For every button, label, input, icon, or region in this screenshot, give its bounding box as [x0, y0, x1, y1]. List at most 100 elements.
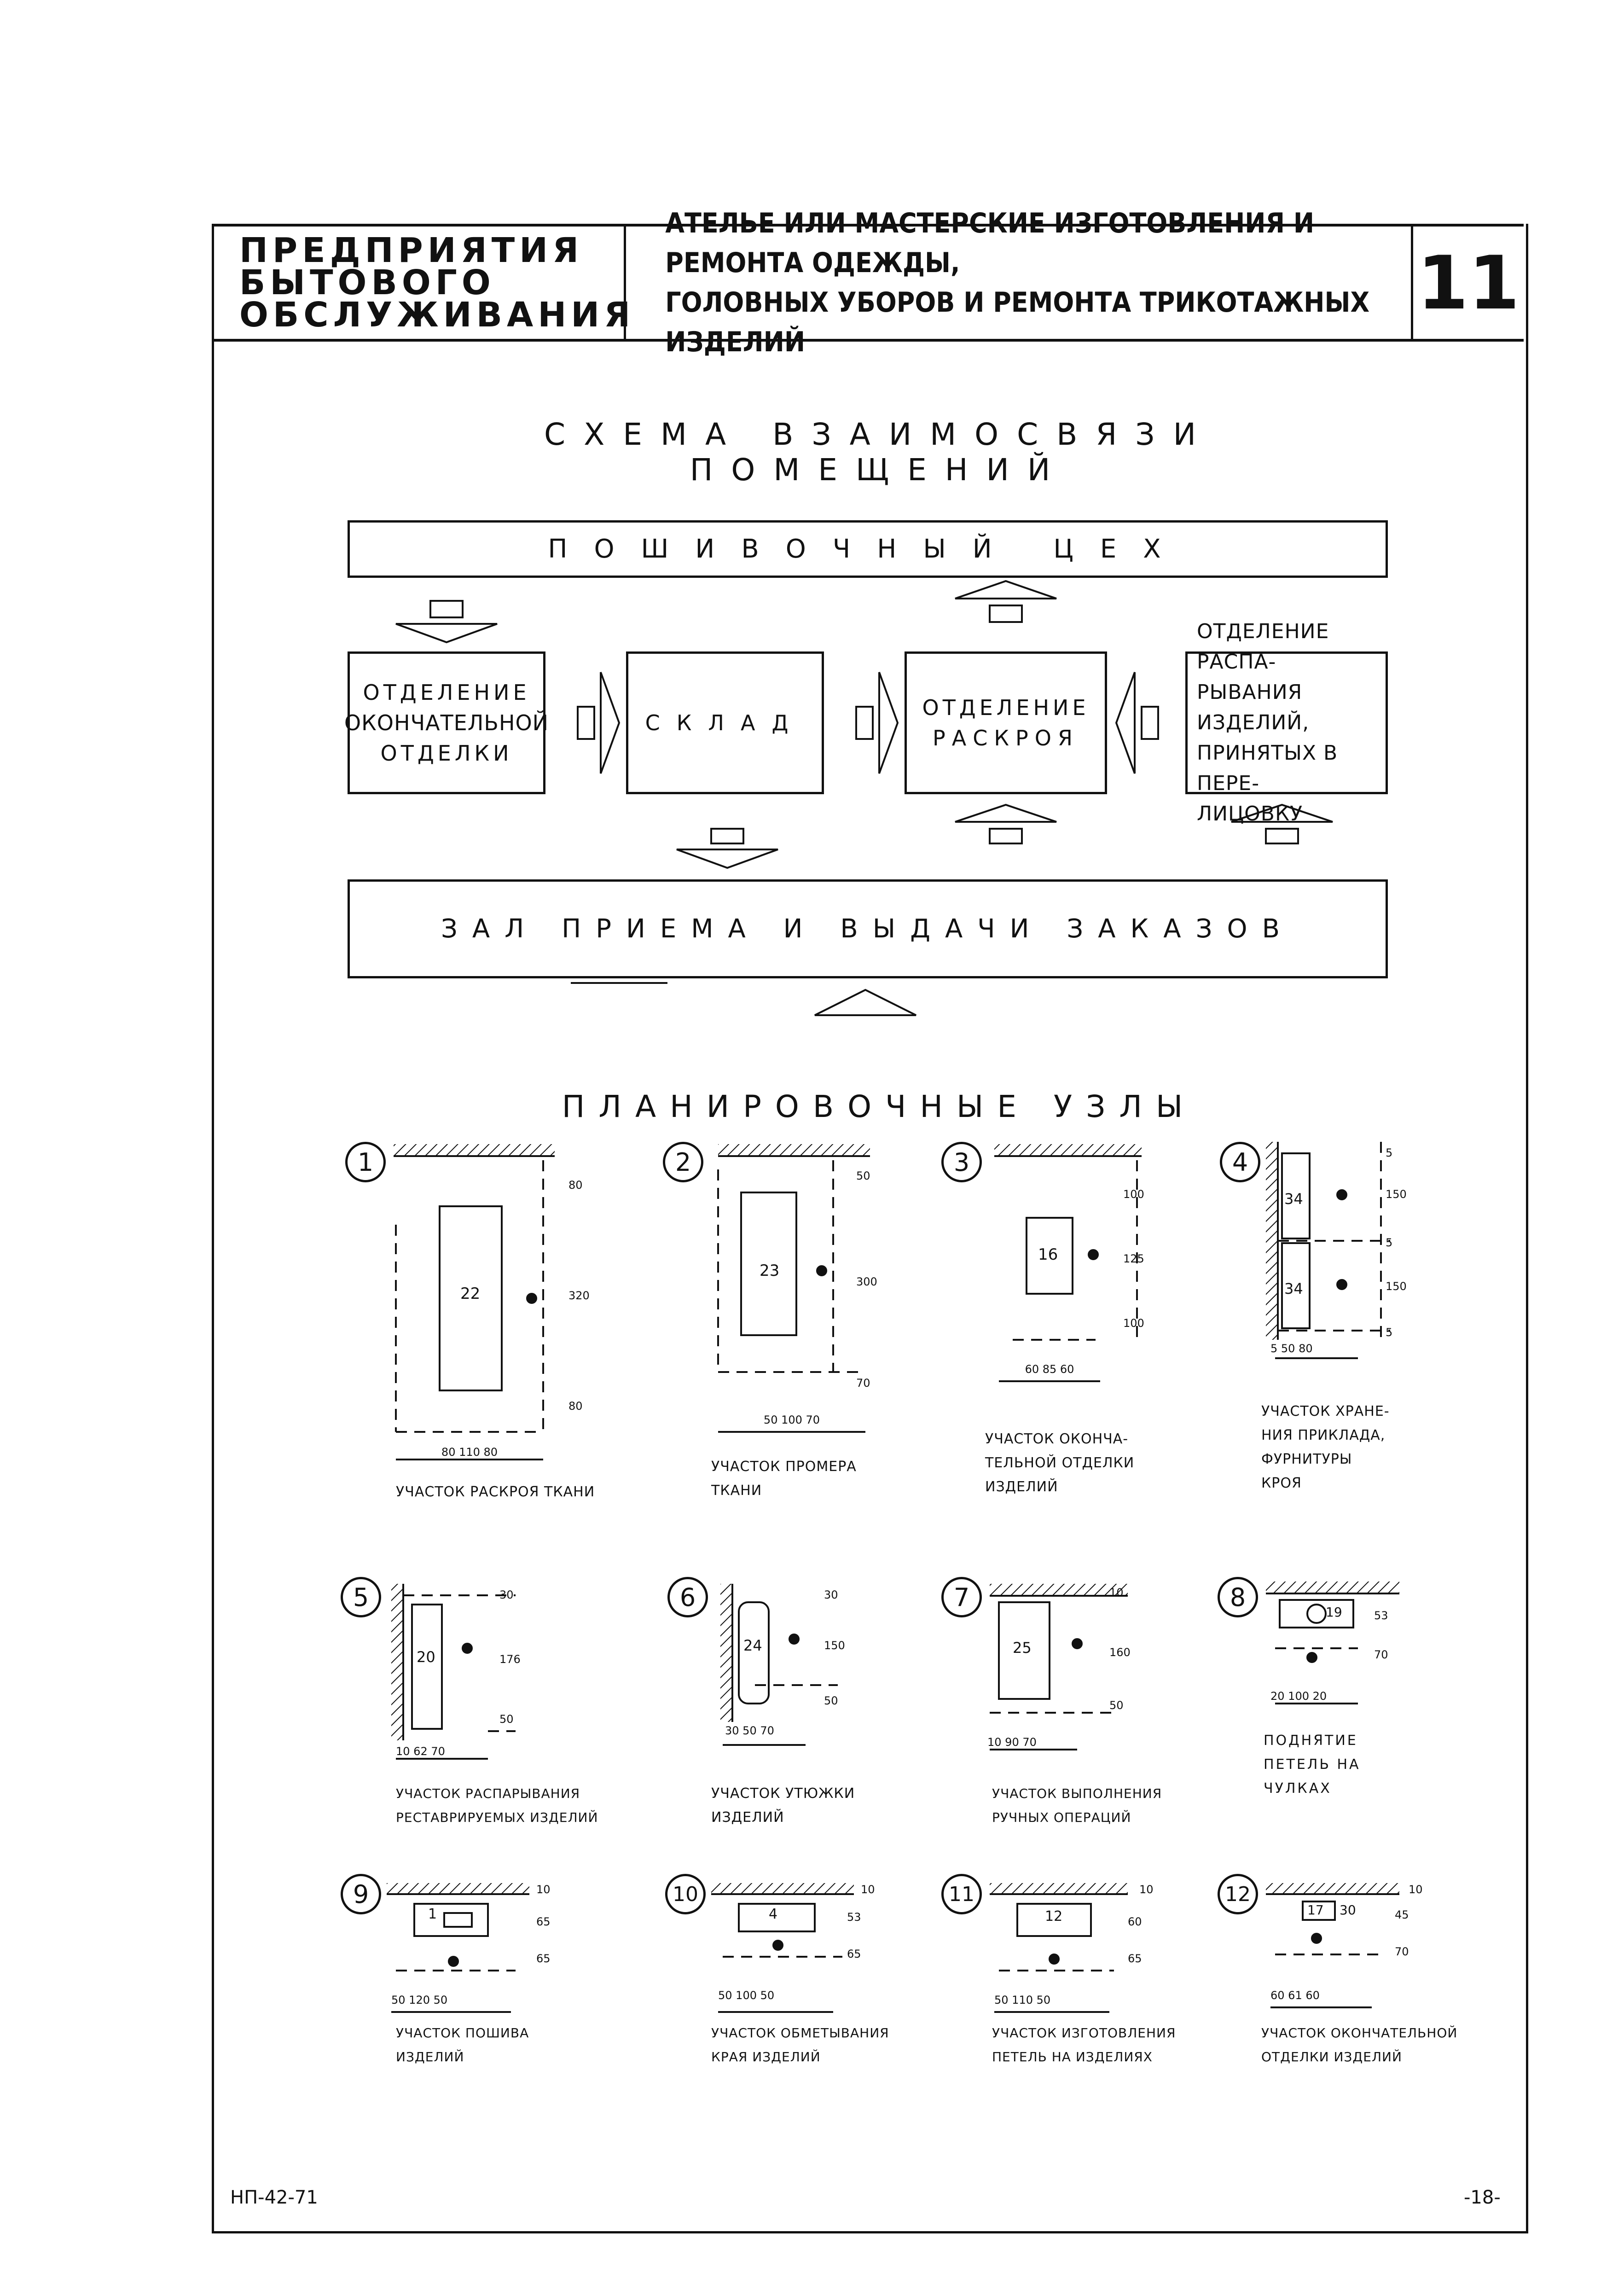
dimension-value: 53	[847, 1911, 861, 1924]
room-line: ОТДЕЛЕНИЕ	[922, 695, 1090, 720]
dimension-value: 70	[856, 1377, 870, 1390]
dimension-value: 50	[1109, 1699, 1124, 1712]
dimension-value: 160	[1109, 1646, 1131, 1659]
node-label-line: УЧАСТОК РАСКРОЯ ТКАНИ	[396, 1484, 595, 1500]
dimension-row: 30 50 70	[725, 1724, 774, 1737]
node-label: УЧАСТОК ПРОМЕРА ТКАНИ	[711, 1455, 857, 1503]
dimension-row: 10 90 70	[987, 1736, 1037, 1749]
dimension-value: 150	[824, 1639, 845, 1652]
node-label-line: УЧАСТОК ВЫПОЛНЕНИЯ	[992, 1786, 1162, 1801]
node-badge: 5	[341, 1577, 381, 1617]
subject-cell: АТЕЛЬЕ ИЛИ МАСТЕРСКИЕ ИЗГОТОВЛЕНИЯ И РЕМ…	[626, 207, 1413, 358]
dimension-value: 100	[1123, 1188, 1144, 1201]
dimension-value: 65	[536, 1952, 551, 1965]
node-label-line: УЧАСТОК ИЗГОТОВЛЕНИЯ	[992, 2025, 1176, 2041]
arrow-left-icon	[1115, 672, 1159, 774]
room-unpicking: ОТДЕЛЕНИЕ РАСПА- РЫВАНИЯ ИЗДЕЛИЙ, ПРИНЯТ…	[1185, 620, 1388, 826]
node-badge: 1	[345, 1142, 386, 1182]
node-label-line: РЕСТАВРИРУЕМЫХ ИЗДЕЛИЙ	[396, 1810, 598, 1825]
dimension-value: 10	[861, 1883, 875, 1896]
equipment-number: 16	[1038, 1245, 1058, 1264]
node-badge: 2	[663, 1142, 703, 1182]
dimension-value: 30	[499, 1588, 514, 1601]
page-number: -18-	[1464, 2187, 1501, 2208]
room-finishing: ОТДЕЛЕНИЕ ОКОНЧАТЕЛЬНОЙ ОТДЕЛКИ	[344, 651, 548, 794]
node-label-line: УЧАСТОК РАСПАРЫВАНИЯ	[396, 1786, 580, 1801]
room-line: РЫВАНИЯ ИЗДЕЛИЙ,	[1197, 680, 1310, 734]
node-label: УЧАСТОК ХРАНЕ- НИЯ ПРИКЛАДА, ФУРНИТУРЫ К…	[1261, 1400, 1390, 1495]
dimension-row: 5 50 80	[1270, 1342, 1313, 1355]
node-badge: 7	[941, 1577, 982, 1617]
node-label-line: УЧАСТОК ОКОНЧАТЕЛЬНОЙ	[1261, 2025, 1458, 2041]
node-label: УЧАСТОК ВЫПОЛНЕНИЯ РУЧНЫХ ОПЕРАЦИЙ	[992, 1782, 1162, 1830]
top-block: ПОШИВОЧНЫЙ ЦЕХ	[348, 520, 1388, 578]
node-label-line: ПЕТЕЛЬ НА ИЗДЕЛИЯХ	[992, 2049, 1153, 2064]
dimension-row: 20 100 20	[1270, 1690, 1327, 1703]
arrow-down-icon	[676, 828, 778, 869]
dimension-value: 10	[1139, 1883, 1154, 1896]
node-badge: 4	[1220, 1142, 1260, 1182]
room-line: ОТДЕЛКИ	[380, 741, 513, 766]
dimension-value: 5	[1386, 1146, 1393, 1159]
equipment-number: 19	[1326, 1605, 1342, 1620]
node-label: УЧАСТОК ОКОНЧА- ТЕЛЬНОЙ ОТДЕЛКИ ИЗДЕЛИЙ	[985, 1427, 1134, 1499]
equipment-number: 25	[1013, 1639, 1032, 1657]
arrow-up-icon	[1231, 803, 1333, 844]
dimension-value: 70	[1395, 1945, 1409, 1958]
room-line: СКЛАД	[645, 710, 805, 735]
node-label-line: КРОЯ	[1261, 1475, 1302, 1491]
equipment-number: 17	[1307, 1902, 1324, 1918]
node-label-line: ТЕЛЬНОЙ ОТДЕЛКИ	[985, 1455, 1135, 1471]
node-label-line: КРАЯ ИЗДЕЛИЙ	[711, 2049, 821, 2064]
category-line: ПРЕДПРИЯТИЯ	[239, 231, 584, 270]
sheet-number: 11	[1417, 239, 1520, 326]
node-label: УЧАСТОК ИЗГОТОВЛЕНИЯ ПЕТЕЛЬ НА ИЗДЕЛИЯХ	[992, 2021, 1176, 2069]
category-line: БЫТОВОГО	[239, 263, 495, 302]
subject-line: ГОЛОВНЫХ УБОРОВ И РЕМОНТА ТРИКОТАЖНЫХ ИЗ…	[665, 286, 1370, 358]
node-label-line: ПЕТЕЛЬ НА	[1264, 1756, 1361, 1773]
dimension-value: 50	[824, 1694, 838, 1707]
node-label-line: ЧУЛКАХ	[1264, 1780, 1332, 1797]
node-label-line: ФУРНИТУРЫ	[1261, 1451, 1352, 1467]
dimension-value: 80	[568, 1400, 583, 1413]
equipment-number: 24	[743, 1637, 762, 1654]
dimension-row: 50 110 50	[994, 1994, 1051, 2006]
room-line: ПРИНЯТЫХ В ПЕРЕ-	[1197, 741, 1338, 795]
title-block: ПРЕДПРИЯТИЯ БЫТОВОГО ОБСЛУЖИВАНИЯ АТЕЛЬЕ…	[212, 207, 1524, 358]
arrow-right-icon	[577, 672, 621, 774]
scheme-title: СХЕМА ВЗАИМОСВЯЗИ ПОМЕЩЕНИЙ	[544, 417, 1214, 488]
dimension-value: 65	[536, 1915, 551, 1928]
equipment-number: 1	[428, 1906, 437, 1922]
arrow-down-icon	[395, 600, 498, 644]
node-label: УЧАСТОК ПОШИВА ИЗДЕЛИЙ	[396, 2021, 529, 2069]
equipment-number: 20	[417, 1648, 435, 1666]
dimension-row: 60 61 60	[1270, 1989, 1320, 2002]
node-label-line: ОТДЕЛКИ ИЗДЕЛИЙ	[1261, 2049, 1402, 2064]
dimension-row: 60 85 60	[1025, 1363, 1074, 1376]
node-label-line: УЧАСТОК ПРОМЕРА	[711, 1459, 857, 1475]
nodes-title: ПЛАНИРОВОЧНЫЕ УЗЛЫ	[562, 1089, 1197, 1124]
node-label: УЧАСТОК УТЮЖКИ ИЗДЕЛИЙ	[711, 1782, 855, 1830]
node-badge: 6	[667, 1577, 708, 1617]
nodes-row-1	[394, 1142, 1390, 1460]
node-badge: 9	[341, 1874, 381, 1914]
subject-line: АТЕЛЬЕ ИЛИ МАСТЕРСКИЕ ИЗГОТОВЛЕНИЯ И РЕМ…	[665, 207, 1315, 279]
bottom-block: ЗАЛ ПРИЕМА И ВЫДАЧИ ЗАКАЗОВ	[348, 879, 1388, 978]
dimension-value: 70	[1374, 1648, 1388, 1661]
flow-arrows	[395, 580, 1333, 1016]
arrow-up-icon	[955, 580, 1057, 623]
node-badge: 10	[665, 1874, 706, 1914]
node-label-line: УЧАСТОК ХРАНЕ-	[1261, 1403, 1390, 1419]
room-cutting: ОТДЕЛЕНИЕ РАСКРОЯ	[905, 651, 1107, 794]
dimension-value: 150	[1386, 1280, 1407, 1293]
equipment-number: 30	[1340, 1902, 1356, 1918]
dimension-row: 80 110 80	[441, 1446, 498, 1459]
node-label: УЧАСТОК РАСПАРЫВАНИЯ РЕСТАВРИРУЕМЫХ ИЗДЕ…	[396, 1782, 598, 1830]
dimension-value: 100	[1123, 1317, 1144, 1330]
category-line: ОБСЛУЖИВАНИЯ	[239, 295, 635, 335]
dimension-value: 125	[1123, 1252, 1144, 1265]
room-line: РАСКРОЯ	[933, 726, 1079, 750]
node-label-line: УЧАСТОК ОКОНЧА-	[985, 1431, 1129, 1447]
node-badge: 11	[941, 1874, 982, 1914]
node-label-line: ИЗДЕЛИЙ	[985, 1479, 1058, 1495]
